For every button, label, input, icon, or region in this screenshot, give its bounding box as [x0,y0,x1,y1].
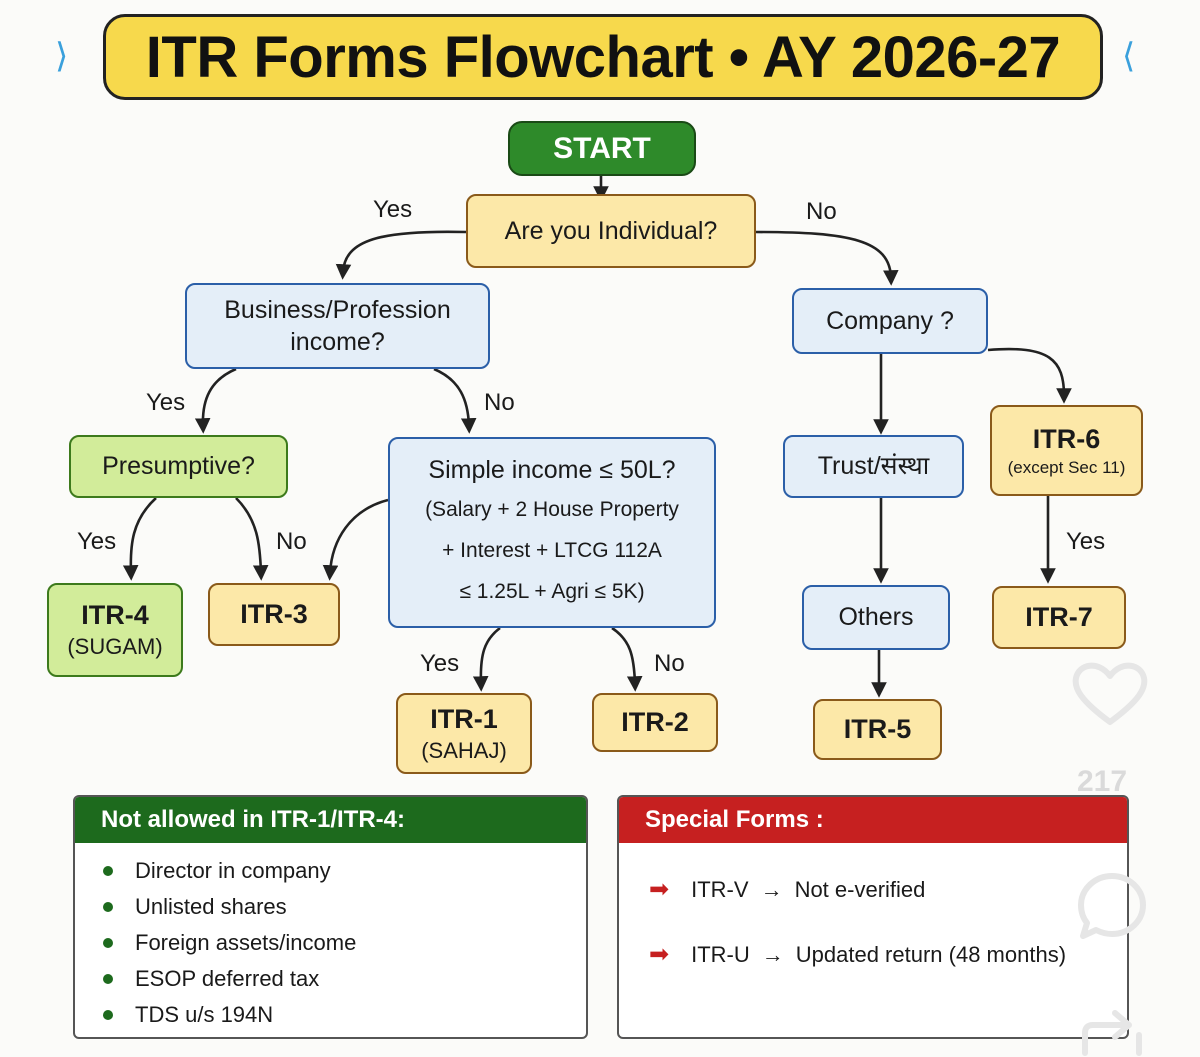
special-form-name: ITR-U [691,941,750,967]
itr3-node: ITR-3 [208,583,340,646]
edge-simple-itr1 [472,626,501,692]
itr6-node: ITR-6 (except Sec 11) [990,405,1143,496]
special-forms-heading: Special Forms : [619,797,1127,843]
edge-individual-company [755,230,899,286]
itr5-node: ITR-5 [813,699,942,760]
not-allowed-list: Director in company Unlisted shares Fore… [75,843,586,1033]
itr6-sub: (except Sec 11) [1007,458,1126,477]
label-business-yes: Yes [146,389,186,416]
trust-node: Trust/संस्था [783,435,964,498]
right-arrow-icon: → [760,876,783,902]
simple-income-line-4: ≤ 1.25L + Agri ≤ 5K) [459,579,645,603]
chevron-right-icon: ⟨ [1122,37,1136,75]
edge-business-presumptive [194,367,237,434]
itr1-node: ITR-1 (SAHAJ) [396,693,532,774]
list-item: TDS u/s 194N [103,997,586,1033]
itr3-name: ITR-3 [240,598,308,629]
business-line-1: Business/Profession [224,295,451,324]
chevron-left-icon: ⟩ [55,37,69,75]
list-item-text: ESOP deferred tax [135,966,320,991]
list-item-text: Director in company [135,858,331,883]
edge-company-itr6 [987,347,1072,404]
label-simple-yes: Yes [420,650,460,677]
start-node: START [508,121,696,176]
bullet-icon [103,938,113,948]
special-forms-panel: Special Forms : ➡ ITR-V → Not e-verified… [617,795,1129,1039]
special-form-desc: Updated return (48 months) [795,941,1067,967]
simple-income-line-3: + Interest + LTCG 112A [442,538,662,562]
bullet-icon [103,902,113,912]
list-item: Unlisted shares [103,889,586,925]
edge-simple-itr3 [322,498,389,581]
itr4-node: ITR-4 (SUGAM) [47,583,183,677]
bullet-icon [103,1010,113,1020]
company-question-node: Company ? [792,288,988,354]
red-arrow-icon: ➡ [649,941,670,968]
share-icon[interactable] [1075,1005,1150,1057]
bullet-icon [103,866,113,876]
presumptive-question-node: Presumptive? [69,435,288,498]
page-title: ITR Forms Flowchart • AY 2026-27 [103,14,1103,100]
label-itr6-yes: Yes [1066,528,1106,555]
individual-question-node: Are you Individual? [466,194,756,268]
simple-income-line-2: (Salary + 2 House Property [425,497,679,521]
special-form-desc: Not e-verified [794,876,926,902]
list-item: Foreign assets/income [103,925,586,961]
edge-presumptive-itr4 [122,497,157,581]
others-node: Others [802,585,950,650]
itr7-name: ITR-7 [1025,601,1093,632]
heart-icon[interactable] [1070,660,1150,730]
label-simple-no: No [654,650,685,677]
itr5-name: ITR-5 [843,713,912,744]
like-count: 217 [1077,765,1128,798]
label-presumptive-no: No [276,528,307,555]
label-presumptive-yes: Yes [77,528,117,555]
simple-income-question-node: Simple income ≤ 50L? (Salary + 2 House P… [388,437,716,628]
special-form-row: ➡ ITR-U → Updated return (48 months) [649,940,1066,969]
edge-individual-business [335,230,467,280]
label-individual-no: No [806,198,837,225]
edge-business-simple [433,367,477,434]
itr4-sub: (SUGAM) [67,634,163,660]
bullet-icon [103,974,113,984]
special-form-name: ITR-V [691,876,749,902]
list-item-text: Unlisted shares [135,894,287,919]
not-allowed-heading: Not allowed in ITR-1/ITR-4: [75,797,586,843]
business-line-2: income? [290,328,385,356]
list-item-text: TDS u/s 194N [135,1002,274,1027]
itr2-node: ITR-2 [592,693,718,752]
comment-icon[interactable] [1075,870,1150,945]
itr4-name: ITR-4 [81,600,149,631]
not-allowed-panel: Not allowed in ITR-1/ITR-4: Director in … [73,795,588,1039]
edge-presumptive-itr3 [235,497,269,581]
red-arrow-icon: ➡ [649,876,670,903]
label-individual-yes: Yes [373,196,413,223]
business-question-node: Business/Profession income? [185,283,490,369]
itr2-name: ITR-2 [621,706,689,737]
special-form-row: ➡ ITR-V → Not e-verified [649,875,925,904]
list-item-text: Foreign assets/income [135,930,357,955]
list-item: Director in company [103,853,586,889]
itr7-node: ITR-7 [992,586,1126,649]
label-business-no: No [484,389,515,416]
itr6-name: ITR-6 [1032,423,1101,454]
list-item: ESOP deferred tax [103,961,586,997]
simple-income-title: Simple income ≤ 50L? [428,456,676,485]
itr1-name: ITR-1 [430,703,498,734]
right-arrow-icon: → [761,941,784,967]
edge-simple-itr2 [611,626,643,692]
itr1-sub: (SAHAJ) [421,737,507,763]
